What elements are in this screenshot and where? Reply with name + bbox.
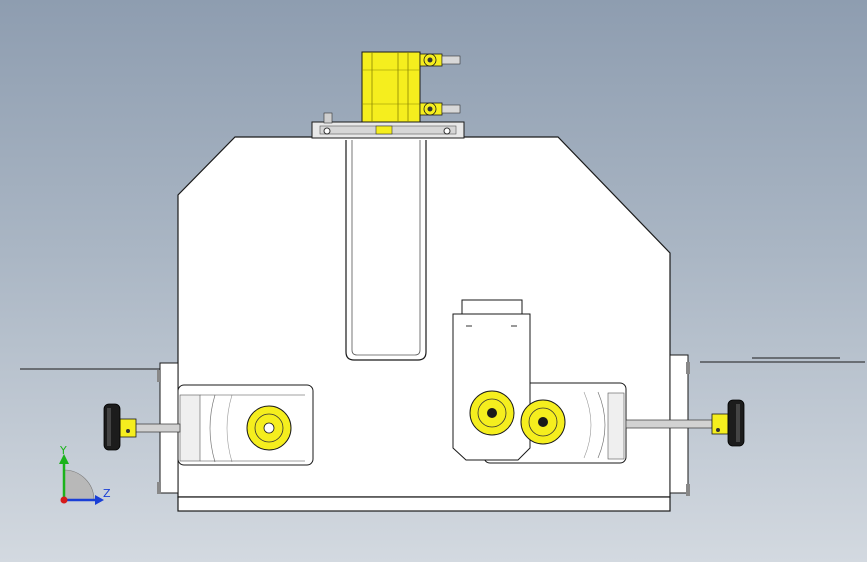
- y-axis-label: Y: [59, 444, 67, 457]
- axis-triad: Y Z: [59, 444, 111, 505]
- triad-quadrant: [63, 469, 95, 501]
- left-guide-roller[interactable]: [246, 405, 292, 451]
- pinch-roller-front[interactable]: [469, 390, 515, 436]
- left-adjust-knob[interactable]: [103, 403, 121, 451]
- top-mount-plate[interactable]: [311, 112, 465, 139]
- pressure-arm-bracket[interactable]: [452, 299, 531, 461]
- z-axis-arrowhead: [95, 495, 104, 505]
- pinch-roller-rear[interactable]: [520, 399, 566, 445]
- right-adjust-screw[interactable]: [625, 413, 729, 435]
- cable-lines: [20, 357, 865, 370]
- pneumatic-fitting-bottom[interactable]: [419, 102, 461, 116]
- y-axis-arrowhead: [59, 454, 69, 464]
- z-axis-label: Z: [103, 487, 111, 500]
- air-cylinder[interactable]: [361, 51, 421, 123]
- pneumatic-fitting-top[interactable]: [419, 53, 461, 67]
- left-adjust-screw[interactable]: [119, 418, 181, 438]
- left-roller-carriage[interactable]: [177, 384, 314, 466]
- x-axis-dot: [60, 496, 68, 504]
- right-adjust-knob[interactable]: [727, 399, 745, 447]
